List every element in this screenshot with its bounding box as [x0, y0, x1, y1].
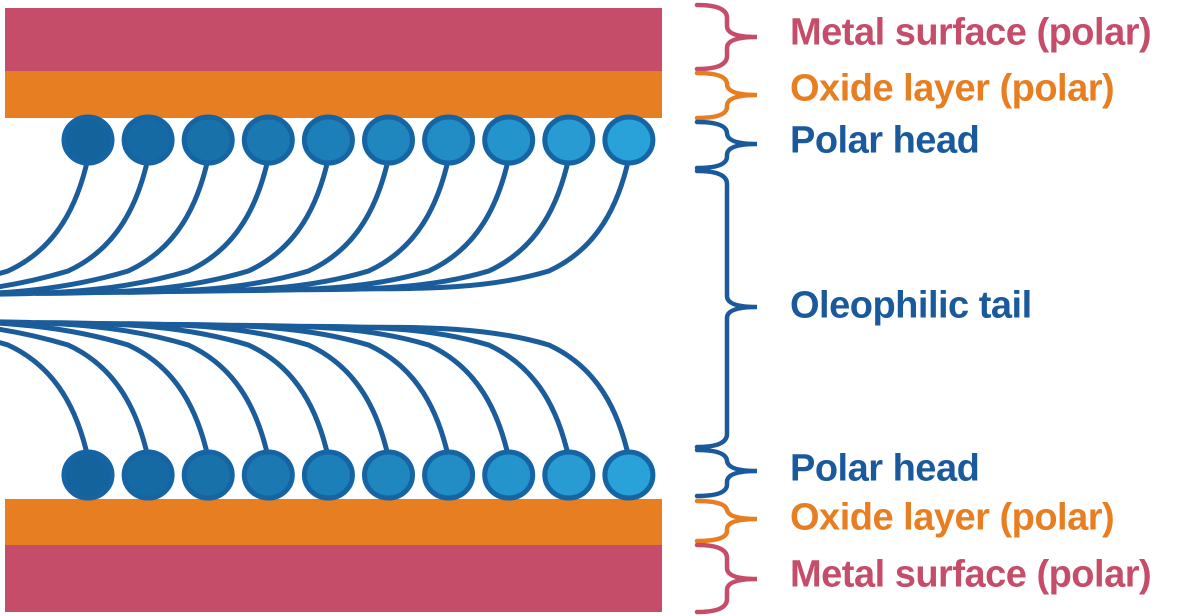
tail-top-2	[0, 155, 151, 290]
annotation-braces	[694, 2, 758, 615]
polar-head-bottom-8	[482, 449, 536, 501]
polar-head-bottom-1	[61, 449, 115, 501]
brace-metal-top	[694, 2, 758, 72]
polar-head-top-7	[422, 114, 476, 166]
tail-top-1	[0, 155, 91, 276]
polar-head-bottom-5	[301, 449, 355, 501]
polar-head-bottom-2	[121, 449, 175, 501]
label-metal-surface-bottom: Metal surface (polar)	[790, 553, 1152, 596]
brace-metal-bottom	[694, 542, 758, 615]
oxide-layer-bottom-bar	[5, 499, 662, 545]
label-oxide-layer-top: Oxide layer (polar)	[790, 67, 1115, 110]
polar-head-top-5	[301, 114, 355, 166]
polar-head-bottom-4	[241, 449, 295, 501]
tail-top-3	[0, 155, 211, 296]
tail-bottom-2	[0, 326, 151, 461]
polar-head-bottom-10	[602, 449, 656, 501]
polar-head-top-8	[482, 114, 536, 166]
polar-head-bottom-9	[542, 449, 596, 501]
polar-head-top-6	[362, 114, 415, 166]
metal-surface-bottom-bar	[5, 545, 662, 612]
brace-polar-head-top	[694, 119, 758, 171]
polar-heads-bottom	[61, 449, 656, 501]
polar-head-top-1	[61, 114, 115, 166]
metal-surface-top-bar	[5, 8, 662, 71]
brace-oleophilic-tail	[694, 168, 758, 450]
polar-head-bottom-6	[362, 449, 415, 501]
polar-head-bottom-3	[181, 449, 235, 501]
oxide-layer-top-bar	[5, 71, 662, 118]
polar-heads-top	[61, 114, 656, 166]
label-oleophilic-tail: Oleophilic tail	[790, 284, 1032, 327]
label-oxide-layer-bottom: Oxide layer (polar)	[790, 496, 1115, 539]
polar-head-top-9	[542, 114, 596, 166]
tail-top-4	[0, 155, 271, 297]
tail-bottom-1	[0, 340, 91, 461]
tail-bottom-3	[0, 320, 211, 461]
layer-bars	[5, 8, 662, 612]
polar-head-bottom-7	[422, 449, 476, 501]
polar-head-top-3	[181, 114, 235, 166]
brace-polar-head-bottom	[694, 447, 758, 499]
tail-bottom-10	[334, 324, 632, 461]
tail-bottom-4	[0, 319, 271, 461]
label-polar-head-bottom: Polar head	[790, 447, 980, 490]
oleophilic-tails-top	[0, 155, 632, 297]
label-polar-head-top: Polar head	[790, 119, 980, 162]
brace-oxide-bottom	[694, 498, 758, 544]
label-metal-surface-top: Metal surface (polar)	[790, 11, 1152, 54]
polar-head-top-4	[241, 114, 295, 166]
brace-oxide-top	[694, 70, 758, 121]
polar-head-top-10	[602, 114, 656, 166]
oleophilic-tails-bottom	[0, 319, 632, 461]
polar-head-top-2	[121, 114, 175, 166]
tail-top-10	[334, 155, 632, 292]
